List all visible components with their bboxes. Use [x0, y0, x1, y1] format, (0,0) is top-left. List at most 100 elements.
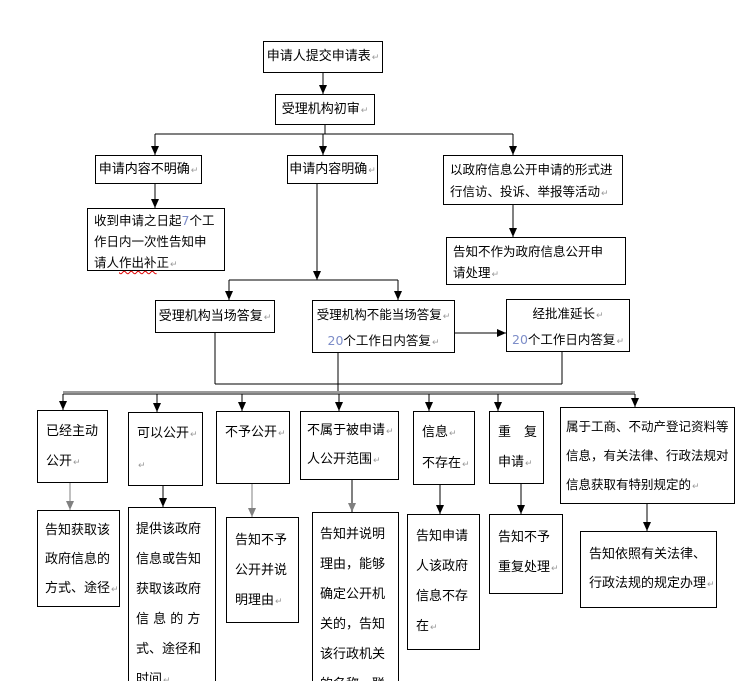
node-text: 个工 [189, 213, 215, 228]
node-text-line: 告知申请 [416, 522, 479, 552]
node-special-regulated-registry-info: 属于工商、不动产登记资料等信息，有关法律、行政法规对信息获取有特别规定的↵ [560, 407, 735, 504]
node-text-line: 时间↵ [136, 665, 215, 681]
node-text-line: 不予公开↵ [225, 418, 289, 449]
node-text-line: 行信访、投诉、举报等活动↵ [450, 181, 622, 205]
node-text-line: 受理机构初审↵ [276, 95, 374, 126]
node-cannot-reply-on-spot-20-days: 受理机构不能当场答复↵20个工作日内答复↵ [312, 300, 455, 353]
paragraph-return-mark: ↵ [551, 564, 559, 574]
node-text: 属于工商、不动产登记资料等 [566, 419, 729, 434]
paragraph-return-mark: ↵ [692, 482, 700, 492]
node-inform-nondisclosure-with-reasons: 告知不予公开并说明理由↵ [226, 517, 299, 623]
node-text-line: 作日内一次性告知申 [94, 231, 224, 252]
node-information-does-not-exist: 信息↵不存在↵ [413, 411, 475, 485]
node-text-line: 请处理↵ [453, 262, 625, 286]
node-text: 以政府信息公开申请的形式进 [450, 162, 613, 177]
node-text-line: 公开↵ [46, 447, 107, 478]
node-not-within-respondent-scope: 不属于被申请↵人公开范围↵ [300, 411, 399, 480]
node-text-line: 信息获取有特别规定的↵ [566, 470, 734, 502]
spellcheck-squiggle-text: 作出补 [119, 255, 157, 270]
node-content-clear: 申请内容明确↵ [287, 155, 378, 184]
node-text-line: 申请内容不明确↵ [96, 156, 201, 185]
node-text: 请处理 [453, 265, 491, 280]
node-inform-no-repeated-processing: 告知不予重复处理↵ [489, 514, 563, 594]
node-text: 申请 [498, 455, 525, 470]
node-approved-extension-20-days: 经批准延长↵20个工作日内答复↵ [506, 299, 630, 352]
node-text: 明理由 [235, 593, 275, 608]
node-text: 告知不予 [498, 530, 551, 545]
node-text: 不予公开 [225, 425, 278, 440]
node-text-line: 以政府信息公开申请的形式进 [450, 159, 622, 181]
node-text: 时间 [136, 672, 163, 681]
node-applicant-submit-form: 申请人提交申请表↵ [263, 41, 383, 73]
node-text-line: 受理机构不能当场答复↵ [313, 303, 454, 329]
node-text: 受理机构初审 [281, 102, 360, 117]
node-text: 7 [181, 213, 190, 228]
node-text-line: 告知不予 [235, 526, 298, 556]
node-text: 提供该政府 [136, 522, 202, 537]
node-text: 确定公开机 [320, 587, 386, 602]
node-text: 告知并说明 [320, 527, 386, 542]
node-text: 信息获取有特别规定的 [566, 477, 692, 492]
node-text: 不属于被申请 [307, 423, 386, 438]
paragraph-return-mark: ↵ [462, 460, 470, 470]
node-text-line: ↵ [137, 450, 202, 481]
node-text-line: 政府信息的 [45, 545, 119, 574]
node-text: 在 [416, 619, 430, 634]
node-text: 20 [327, 333, 344, 348]
node-text: 20 [512, 332, 528, 347]
node-text: 告知不予 [235, 533, 288, 548]
node-text: 信息，有关法律、行政法规对 [566, 448, 729, 463]
node-text-line: 重复处理↵ [498, 553, 562, 584]
paragraph-return-mark: ↵ [373, 456, 381, 466]
node-text: 申请内容不明确 [98, 162, 190, 177]
node-content-unclear: 申请内容不明确↵ [95, 155, 202, 184]
paragraph-return-mark: ↵ [360, 106, 369, 116]
node-text: 政府信息的 [45, 552, 111, 567]
node-text: 信息不存 [416, 589, 469, 604]
node-can-be-disclosed: 可以公开↵↵ [128, 412, 203, 486]
paragraph-return-mark: ↵ [431, 338, 440, 348]
node-text-line: 信息↵ [422, 418, 474, 449]
node-text-line: 告知获取该 [45, 516, 119, 545]
node-text: 重复处理 [498, 560, 551, 575]
paragraph-return-mark: ↵ [111, 585, 119, 595]
node-text: 的名称、联 [320, 677, 385, 681]
node-text: 作日内一次性告知申 [94, 234, 207, 249]
node-text-line: 属于工商、不动产登记资料等 [566, 412, 734, 441]
node-text-line: 不属于被申请↵ [307, 417, 398, 446]
node-text: 申请人提交申请表 [266, 49, 371, 64]
paragraph-return-mark: ↵ [449, 429, 457, 439]
node-text: 信息 [422, 425, 449, 440]
node-text-line: 不存在↵ [422, 449, 474, 480]
node-text: 方式、途径 [45, 581, 111, 596]
node-provide-info-or-inform-way-time: 提供该政府信息或告知获取该政府信 息 的 方式、途径和时间↵ [128, 507, 216, 681]
node-text: 人该政府 [416, 559, 469, 574]
node-text-line: 在↵ [416, 612, 479, 643]
node-text-line: 可以公开↵ [137, 419, 202, 450]
node-text-line: 公开并说 [235, 556, 298, 586]
node-text-line: 该行政机关 [320, 640, 398, 670]
node-text: 告知依照有关法律、 [589, 547, 707, 562]
node-text-line: 信息，有关法律、行政法规对 [566, 441, 734, 470]
node-inform-info-not-exist: 告知申请人该政府信息不存在↵ [407, 514, 480, 650]
paragraph-return-mark: ↵ [190, 166, 199, 176]
node-text: 告知申请 [416, 529, 469, 544]
node-text-line: 请人作出补正↵ [94, 252, 224, 276]
node-text-line: 式、途径和 [136, 635, 215, 665]
node-text-line: 已经主动 [46, 417, 107, 447]
paragraph-return-mark: ↵ [442, 312, 451, 322]
node-text-line: 信 息 的 方 [136, 605, 215, 635]
paragraph-return-mark: ↵ [190, 430, 198, 440]
paragraph-return-mark: ↵ [368, 166, 376, 176]
node-text: 理由，能够 [320, 557, 386, 572]
node-text: 告知不作为政府信息公开申 [453, 244, 604, 259]
node-text-line: 申请内容明确↵ [288, 156, 377, 185]
paragraph-return-mark: ↵ [707, 580, 715, 590]
node-text: 重 复 [498, 425, 538, 440]
node-text-line: 收到申请之日起7个工 [94, 210, 224, 231]
node-text: 信息或告知 [136, 552, 202, 567]
paragraph-return-mark: ↵ [386, 427, 394, 437]
